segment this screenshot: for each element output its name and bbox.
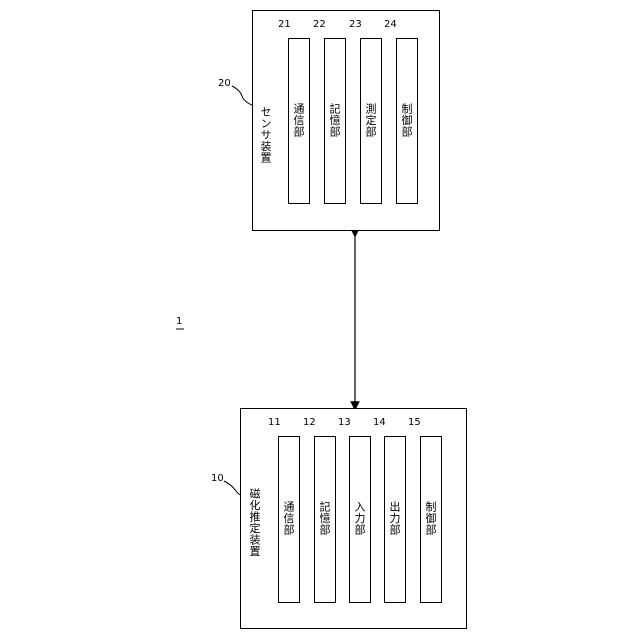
unit-ref-23: 23 xyxy=(349,20,362,30)
sensor-unit-22-label: 記憶部 xyxy=(329,103,340,138)
sensor-unit-21-label: 通信部 xyxy=(293,103,304,138)
unit-ref-15: 15 xyxy=(408,418,421,428)
sensor-device-ref: 20 xyxy=(218,79,231,89)
sensor-device-title: センサ装置 xyxy=(260,106,271,164)
sensor-unit-24-label: 制御部 xyxy=(401,103,412,138)
estimation-unit-11-label: 通信部 xyxy=(283,501,294,536)
leader-line-20 xyxy=(232,86,254,106)
unit-ref-22: 22 xyxy=(313,20,326,30)
unit-ref-11: 11 xyxy=(268,418,281,428)
unit-ref-14: 14 xyxy=(373,418,386,428)
system-ref-label: 1 xyxy=(176,317,182,327)
estimation-unit-13-label: 入力部 xyxy=(354,501,365,536)
estimation-device-ref: 10 xyxy=(211,474,224,484)
unit-ref-13: 13 xyxy=(338,418,351,428)
estimation-unit-14-label: 出力部 xyxy=(389,501,400,536)
estimation-device-title: 磁化推定装置 xyxy=(249,488,260,557)
estimation-unit-15-label: 制御部 xyxy=(425,501,436,536)
unit-ref-21: 21 xyxy=(278,20,291,30)
sensor-unit-23-label: 測定部 xyxy=(365,103,376,138)
unit-ref-12: 12 xyxy=(303,418,316,428)
unit-ref-24: 24 xyxy=(384,20,397,30)
estimation-unit-12-label: 記憶部 xyxy=(319,501,330,536)
